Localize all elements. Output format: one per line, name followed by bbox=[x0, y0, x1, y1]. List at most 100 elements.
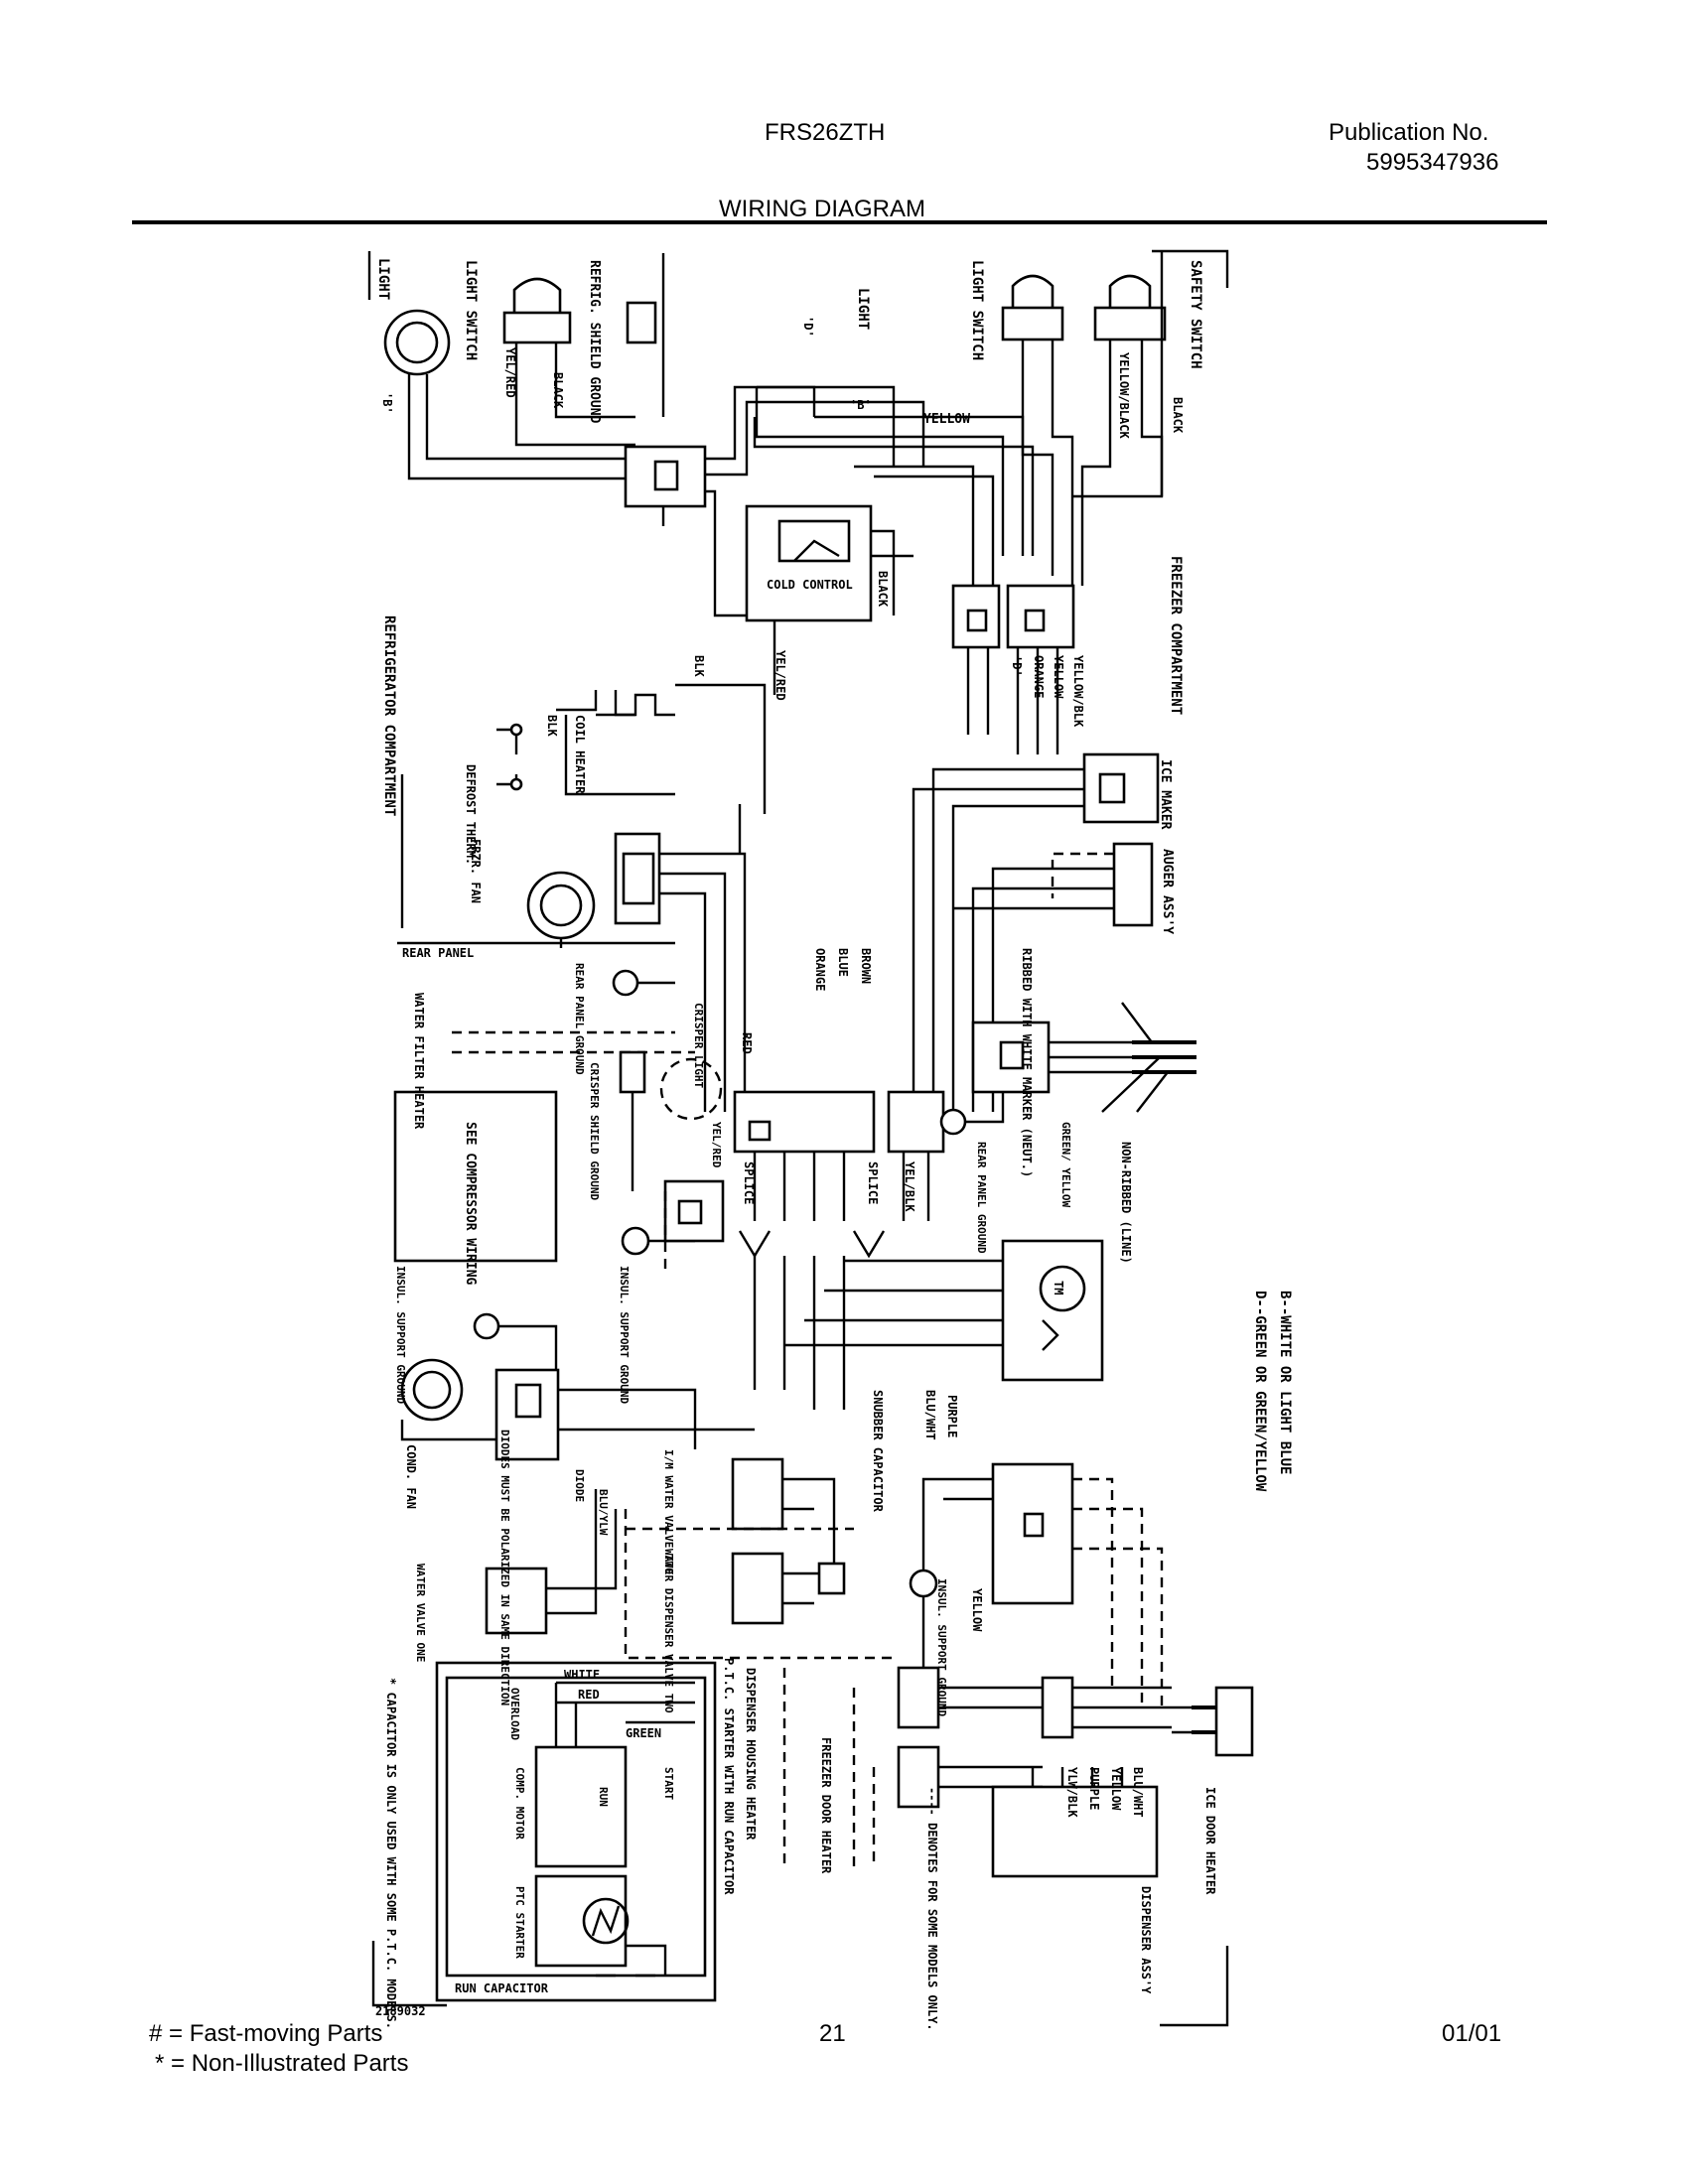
label-black-top: BLACK bbox=[1171, 397, 1185, 434]
label-yellow-black-top: YELLOW/BLACK bbox=[1117, 352, 1131, 439]
label-green: GREEN bbox=[626, 1726, 661, 1740]
page-title: WIRING DIAGRAM bbox=[719, 196, 925, 222]
label-insul-support-ground-1: INSUL. SUPPORT GROUND bbox=[394, 1266, 407, 1404]
label-tm: TM bbox=[1052, 1281, 1065, 1295]
publication-label: Publication No. bbox=[1329, 119, 1489, 146]
publication-number: 5995347936 bbox=[1366, 149, 1499, 176]
legend-fast-moving: # = Fast-moving Parts bbox=[149, 2020, 383, 2047]
label-brown: BROWN bbox=[859, 948, 873, 984]
label-yellow-top: YELLOW bbox=[923, 412, 970, 427]
label-blk-1: BLK bbox=[545, 715, 559, 737]
label-blk-2: BLK bbox=[692, 655, 706, 677]
header-rule bbox=[132, 220, 1547, 224]
label-part-code: 2189032 bbox=[375, 2004, 426, 2018]
label-water-dispenser-valve-two: WATER DISPENSER VALVE TWO bbox=[662, 1549, 675, 1713]
label-water-valve-one: WATER VALVE ONE bbox=[414, 1564, 427, 1662]
label-orange: ORANGE bbox=[1032, 655, 1046, 698]
label-refrig-shield-ground: REFRIG. SHIELD GROUND bbox=[587, 260, 602, 424]
label-refrigerator-compartment: REFRIGERATOR COMPARTMENT bbox=[381, 615, 397, 816]
label-run: RUN bbox=[597, 1787, 610, 1807]
label-cond-fan: COND. FAN bbox=[404, 1444, 418, 1509]
label-light-switch-left: LIGHT SWITCH bbox=[463, 260, 479, 360]
label-rear-panel: REAR PANEL bbox=[402, 946, 474, 960]
label-see-compressor-wiring: SEE COMPRESSOR WIRING bbox=[463, 1122, 478, 1286]
label-yellow: YELLOW bbox=[1052, 655, 1065, 699]
label-blue: BLUE bbox=[836, 948, 850, 977]
label-crisper-shield-ground: CRISPER SHIELD GROUND bbox=[588, 1062, 601, 1200]
label-ice-maker: ICE MAKER bbox=[1158, 759, 1173, 830]
diagram-labels: LIGHT LIGHT SWITCH REFRIG. SHIELD GROUND… bbox=[375, 258, 1293, 2031]
label-purple: PURPLE bbox=[945, 1395, 959, 1437]
label-frzr-fan: FRZR. FAN bbox=[469, 839, 483, 903]
label-coil-heater: COIL HEATER bbox=[573, 715, 587, 794]
label-insul-support-ground-3: INSUL. SUPPORT GROUND bbox=[935, 1578, 948, 1716]
label-ptc-starter-run-cap: P.T.C. STARTER WITH RUN CAPACITOR bbox=[722, 1658, 736, 1895]
label-blu-ylw: BLU/YLW bbox=[597, 1489, 610, 1536]
label-b-1: 'B' bbox=[380, 392, 394, 414]
label-b-legend: B--WHITE OR LIGHT BLUE bbox=[1277, 1291, 1293, 1474]
label-b-top: 'B' bbox=[850, 398, 872, 412]
label-denotes-some-models: ---- DENOTES FOR SOME MODELS ONLY. bbox=[925, 1787, 939, 2031]
label-freezer-compartment: FREEZER COMPARTMENT bbox=[1168, 556, 1184, 715]
label-ice-door-heater: ICE DOOR HEATER bbox=[1203, 1787, 1217, 1895]
label-orange-2: ORANGE bbox=[813, 948, 827, 991]
model-number: FRS26ZTH bbox=[765, 119, 886, 146]
label-yellow-blk: YELLOW/BLK bbox=[1071, 655, 1085, 728]
label-d-2: 'D' bbox=[1010, 655, 1024, 677]
label-white: WHITE bbox=[564, 1668, 600, 1682]
label-red-1: RED bbox=[740, 1032, 754, 1054]
frame-bottom-left bbox=[371, 1941, 447, 2007]
label-yellow-2: YELLOW bbox=[970, 1588, 984, 1632]
label-yel-red-2: YEL/RED bbox=[774, 650, 787, 701]
label-crisper-light: CRISPER LIGHT bbox=[692, 1003, 705, 1088]
legend-non-illustrated: * = Non-Illustrated Parts bbox=[155, 2050, 409, 2077]
label-d-top: 'D' bbox=[801, 316, 815, 338]
label-dispenser-assy: DISPENSER ASS'Y bbox=[1139, 1886, 1153, 1994]
label-green-yellow: GREEN/ YELLOW bbox=[1059, 1122, 1072, 1207]
label-ylw-blk: YLW/BLK bbox=[1065, 1767, 1079, 1818]
label-insul-support-ground-2: INSUL. SUPPORT GROUND bbox=[618, 1266, 631, 1404]
frame-top-right bbox=[1152, 249, 1229, 288]
label-dispenser-housing-heater: DISPENSER HOUSING HEATER bbox=[744, 1668, 758, 1841]
label-d-legend: D--GREEN OR GREEN/YELLOW bbox=[1252, 1291, 1268, 1492]
label-diode: DIODE bbox=[573, 1469, 586, 1502]
label-capacitor-note: * CAPACITOR IS ONLY USED WITH SOME P.T.C… bbox=[384, 1678, 398, 2029]
label-blu-wht: BLU/WHT bbox=[923, 1390, 937, 1440]
label-snubber-capacitor: SNUBBER CAPACITOR bbox=[871, 1390, 885, 1513]
label-purple-2: PURPLE bbox=[1087, 1767, 1101, 1810]
label-yellow-3: YELLOW bbox=[1109, 1767, 1123, 1811]
label-start: START bbox=[662, 1767, 675, 1800]
label-rear-panel-ground: REAR PANEL GROUND bbox=[573, 963, 586, 1075]
label-light-switch-right: LIGHT SWITCH bbox=[969, 260, 985, 360]
label-ptc-starter: PTC STARTER bbox=[513, 1886, 526, 1959]
label-light-left: LIGHT bbox=[375, 258, 391, 300]
page-number: 21 bbox=[819, 2020, 846, 2047]
label-yel-red-1: YEL/RED bbox=[503, 347, 517, 398]
label-safety-switch: SAFETY SWITCH bbox=[1188, 260, 1203, 369]
label-yel-blk: YEL/BLK bbox=[903, 1161, 916, 1212]
label-defrost-therm: DEFROST THERM. bbox=[464, 764, 478, 865]
label-rear-panel-ground-2: REAR PANEL GROUND bbox=[975, 1142, 988, 1254]
label-freezer-door-heater: FREEZER DOOR HEATER bbox=[819, 1737, 833, 1874]
label-water-filter-heater: WATER FILTER HEATER bbox=[412, 993, 426, 1130]
frame-bottom-right bbox=[1160, 1946, 1229, 2027]
label-splice-2: SPLICE bbox=[866, 1161, 880, 1204]
label-cold-control: COLD CONTROL bbox=[767, 578, 853, 592]
label-yel-red-3: YEL/RED bbox=[710, 1122, 723, 1168]
label-non-ribbed-line: NON-RIBBED (LINE) bbox=[1119, 1142, 1133, 1264]
label-run-capacitor: RUN CAPACITOR bbox=[455, 1981, 549, 1995]
label-splice-1: SPLICE bbox=[742, 1161, 756, 1204]
label-ribbed-neut: RIBBED WITH WHITE MARKER (NEUT.) bbox=[1020, 948, 1034, 1177]
label-overload: OVERLOAD bbox=[508, 1688, 521, 1740]
label-light-top: LIGHT bbox=[855, 288, 871, 330]
label-black-1: BLACK bbox=[551, 372, 565, 409]
label-auger-assy: AUGER ASS'Y bbox=[1160, 849, 1175, 934]
label-comp-motor: COMP. MOTOR bbox=[513, 1767, 526, 1840]
label-im-water-valve-two: I/M WATER VALVE TWO bbox=[662, 1449, 675, 1574]
publication-date: 01/01 bbox=[1442, 2020, 1502, 2047]
label-blu-wht-2: BLU/WHT bbox=[1131, 1767, 1145, 1818]
label-diodes-polarized: DIODES MUST BE POLARIZED IN SAME DIRECTI… bbox=[498, 1430, 511, 1706]
label-red-2: RED bbox=[578, 1688, 600, 1702]
label-black-cold: BLACK bbox=[876, 571, 890, 608]
